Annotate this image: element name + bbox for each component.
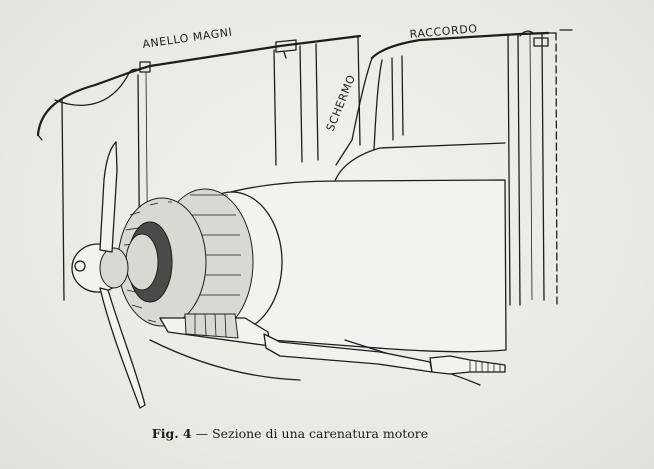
propeller-blades [99, 141, 146, 409]
figure-caption: Fig. 4 — Sezione di una carenatura motor… [0, 426, 580, 441]
exhaust-pipe [159, 313, 506, 375]
label-schermo: SCHERMO [324, 73, 358, 133]
raccordo-section [507, 29, 573, 306]
dashed-boundary-line [555, 32, 558, 306]
engine-cylinders [117, 197, 207, 327]
caption-dash: — [195, 426, 209, 441]
label-raccordo: RACCORDO [409, 22, 478, 41]
figure-number: Fig. 4 [151, 426, 192, 441]
schermo-section [335, 31, 550, 166]
cowling-section-outline [36, 34, 362, 301]
propeller-spinner [71, 243, 129, 293]
caption-text: Sezione di una carenatura motore [212, 426, 429, 441]
label-anello-magni: ANELLO MAGNI [142, 25, 234, 51]
